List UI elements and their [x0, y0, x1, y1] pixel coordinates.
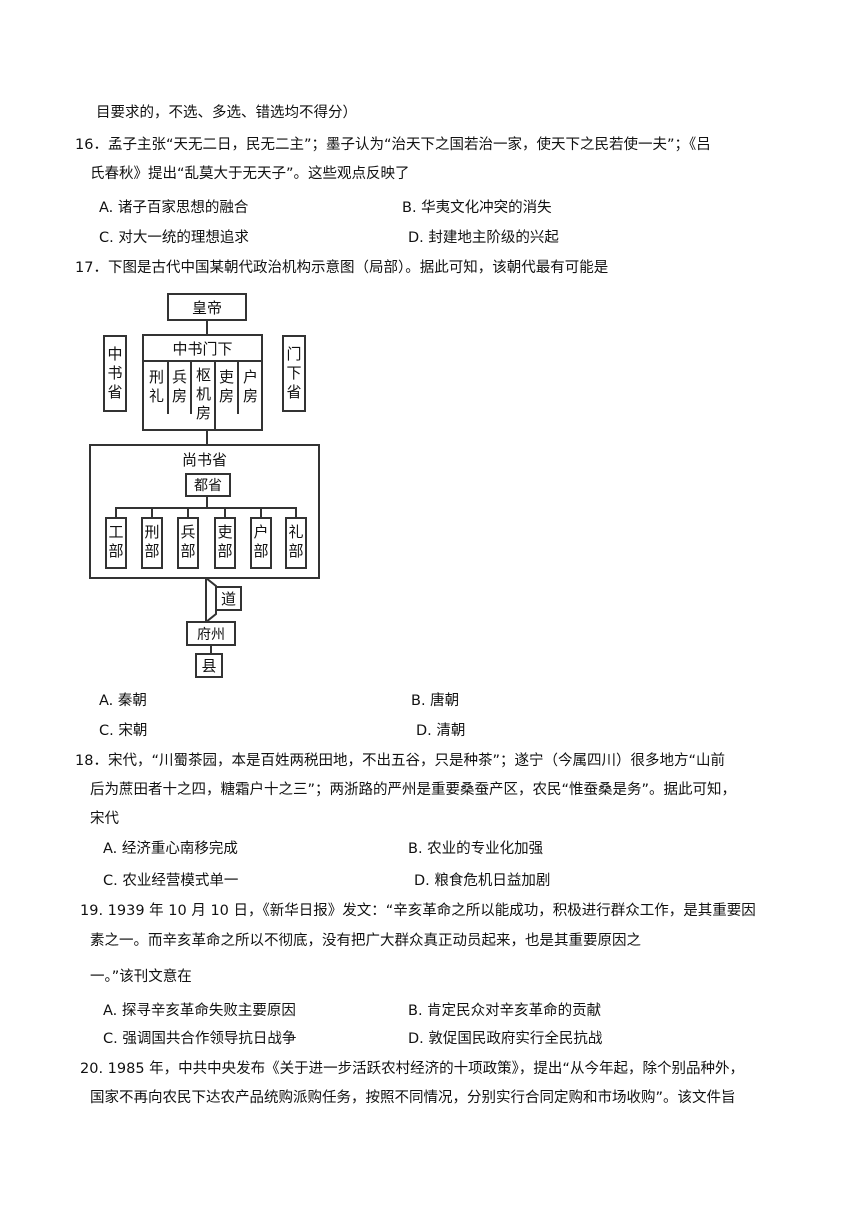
q18-option-b[interactable]: B. 农业的专业化加强 — [408, 841, 544, 857]
connector-line — [151, 507, 153, 518]
bu-li: 吏部 — [214, 517, 236, 569]
connector-line — [260, 507, 262, 518]
fang-li: 吏房 — [216, 362, 239, 414]
q19-option-b[interactable]: B. 肯定民众对辛亥革命的贡献 — [408, 1003, 602, 1019]
fang-xingli: 刑礼 — [144, 362, 169, 414]
bu-hu: 户部 — [250, 517, 272, 569]
q18-option-a[interactable]: A. 经济重心南移完成 — [103, 841, 238, 857]
box-dao: 道 — [215, 586, 242, 611]
q16-option-d[interactable]: D. 封建地主阶级的兴起 — [408, 230, 559, 246]
fang-bing: 兵房 — [169, 362, 192, 414]
connector-line — [115, 507, 117, 518]
q19-option-a[interactable]: A. 探寻辛亥革命失败主要原因 — [103, 1003, 296, 1019]
q19-stem-line2: 素之一。而辛亥革命之所以不彻底，没有把广大群众真正动员起来，也是其重要原因之 — [90, 933, 641, 949]
connector-line — [210, 646, 212, 654]
q18-stem-line3: 宋代 — [90, 811, 119, 827]
q16-option-c[interactable]: C. 对大一统的理想追求 — [99, 230, 249, 246]
q16-stem-line1: 16．孟子主张“天无二日，民无二主”；墨子认为“治天下之国若治一家，使天下之民若… — [75, 137, 711, 153]
q17-option-c[interactable]: C. 宋朝 — [99, 723, 148, 739]
box-zhongshu-menxia: 中书门下 刑礼 兵房 枢机房 吏房 户房 — [142, 334, 263, 431]
connector-line — [295, 507, 297, 518]
q17-option-a[interactable]: A. 秦朝 — [99, 693, 147, 709]
bu-li-rites: 礼部 — [285, 517, 307, 569]
connector-line — [187, 507, 189, 518]
q18-stem-line2: 后为蔗田者十之四，糖霜户十之三”；两浙路的严州是重要桑蚕产区，农民“惟蚕桑是务”… — [90, 782, 737, 798]
connector-line — [115, 507, 297, 509]
q18-stem-line1: 18．宋代，“川蜀茶园，本是百姓两税田地，不出五谷，只是种茶”；遂宁（今属四川）… — [75, 753, 725, 769]
q19-stem-line3: 一。”该刊文意在 — [90, 969, 192, 985]
connector-line — [206, 497, 208, 507]
q19-option-c[interactable]: C. 强调国共合作领导抗日战争 — [103, 1031, 297, 1047]
connector-line — [206, 321, 208, 334]
bu-xing: 刑部 — [141, 517, 163, 569]
shangshu-title: 尚书省 — [181, 450, 227, 469]
q16-stem-line2: 氏春秋》提出“乱莫大于无天子”。这些观点反映了 — [90, 166, 410, 182]
box-menxia-sheng: 门下省 — [282, 335, 306, 412]
intro-line: 目要求的，不选、多选、错选均不得分） — [96, 105, 357, 121]
bu-bing: 兵部 — [177, 517, 199, 569]
bu-gong: 工部 — [105, 517, 127, 569]
zhongshu-menxia-title: 中书门下 — [144, 336, 261, 362]
box-emperor: 皇帝 — [167, 293, 247, 321]
box-xian: 县 — [195, 653, 223, 678]
q20-stem-line2: 国家不再向农民下达农产品统购派购任务，按照不同情况，分别实行合同定购和市场收购”… — [90, 1090, 736, 1106]
connector-line — [224, 507, 226, 518]
q20-stem-line1: 20. 1985 年，中共中央发布《关于进一步活跃农村经济的十项政策》，提出“从… — [80, 1061, 744, 1077]
connector-line — [206, 431, 208, 445]
q19-stem-line1: 19. 1939 年 10 月 10 日，《新华日报》发文：“辛亥革命之所以能成… — [80, 903, 756, 919]
q17-stem: 17．下图是古代中国某朝代政治机构示意图（局部）。据此可知，该朝代最有可能是 — [75, 260, 609, 276]
q18-option-c[interactable]: C. 农业经营模式单一 — [103, 873, 239, 889]
box-fuzhou: 府州 — [186, 621, 236, 646]
box-dusheng: 都省 — [185, 473, 231, 497]
q19-option-d[interactable]: D. 敦促国民政府实行全民抗战 — [408, 1031, 603, 1047]
q16-option-a[interactable]: A. 诸子百家思想的融合 — [99, 200, 249, 216]
q18-option-d[interactable]: D. 粮食危机日益加剧 — [414, 873, 551, 889]
q17-option-b[interactable]: B. 唐朝 — [411, 693, 460, 709]
box-zhongshu-sheng: 中书省 — [103, 335, 127, 412]
box-shangshu-sheng: 尚书省 都省 工部 刑部 兵部 吏部 户部 礼部 — [89, 444, 320, 579]
q17-option-d[interactable]: D. 清朝 — [416, 723, 466, 739]
fang-shuji: 枢机房 — [192, 362, 216, 429]
q16-option-b[interactable]: B. 华夷文化冲突的消失 — [402, 200, 552, 216]
fang-hu: 户房 — [241, 369, 259, 407]
